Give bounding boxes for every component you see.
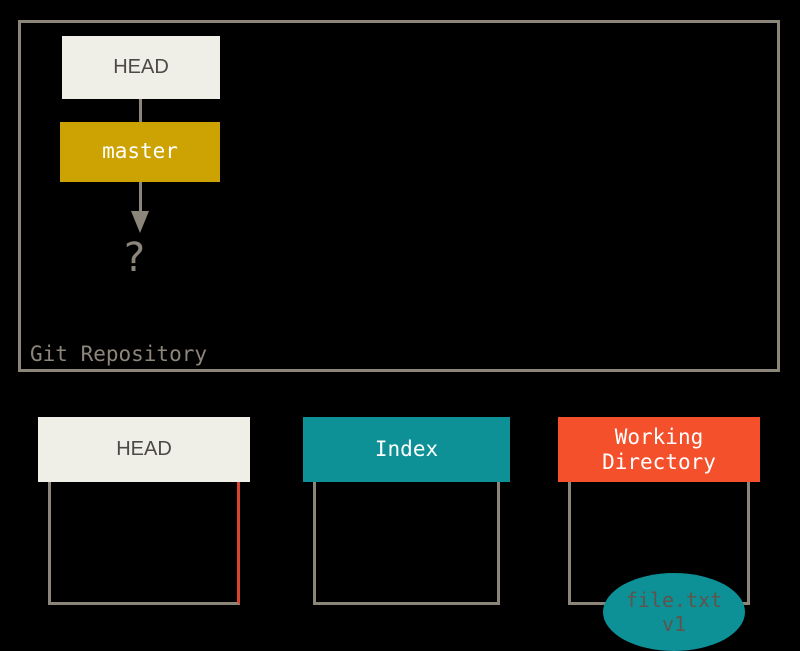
area-head-header: HEAD [38,417,250,482]
git-repository-label: Git Repository [30,342,208,366]
repo-head-ref-box: HEAD [62,36,220,99]
area-working-directory-header: Working Directory [558,417,760,482]
area-working-directory-title-line1: Working [614,425,704,450]
file-blob-filename: file.txt [625,588,723,612]
arrow-head-icon [131,211,149,233]
area-index-title: Index [374,437,439,462]
repo-master-ref-label: master [102,139,178,164]
connector-head-to-master [139,97,142,125]
unknown-commit-question-mark: ? [122,235,147,281]
repo-master-ref-box: master [60,122,220,182]
repo-head-ref-label: HEAD [113,56,169,79]
file-blob-version: v1 [661,612,687,636]
git-repository-container [18,20,780,372]
area-working-directory-body: file.txt v1 [568,482,750,651]
area-head-body [48,482,240,605]
area-working-directory-title-line2: Directory [602,449,716,474]
area-index-header: Index [303,417,510,482]
area-index-body [313,482,500,605]
file-blob: file.txt v1 [603,573,745,651]
area-head-title: HEAD [116,438,172,460]
connector-master-to-commit [139,181,142,214]
